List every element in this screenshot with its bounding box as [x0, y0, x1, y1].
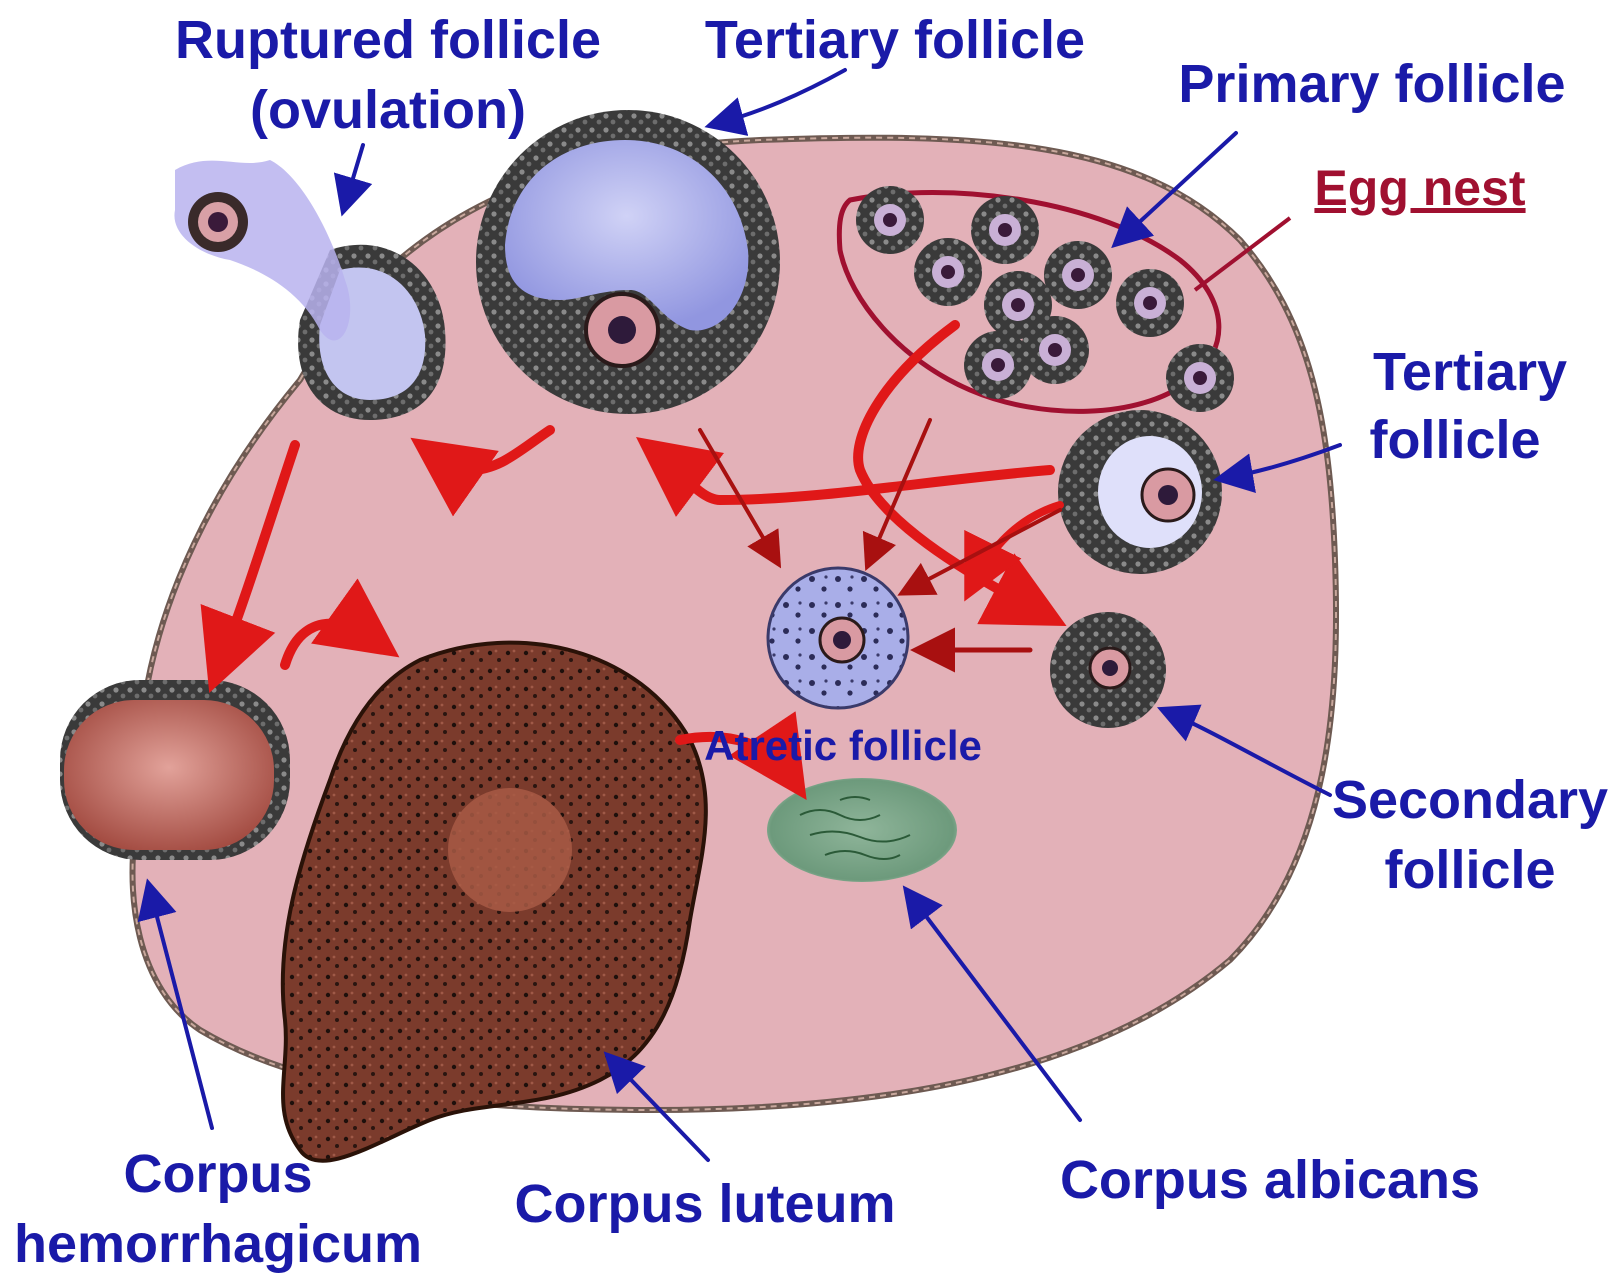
- label-tertiary-follicle-right-1: Tertiary: [1373, 342, 1567, 402]
- label-atretic-follicle: Atretic follicle: [704, 722, 982, 769]
- label-secondary-follicle-2: follicle: [1384, 840, 1555, 900]
- tertiary-follicle-right: [1058, 410, 1222, 574]
- label-tertiary-follicle-top: Tertiary follicle: [705, 10, 1085, 70]
- label-ovulation: (ovulation): [250, 80, 526, 140]
- label-egg-nest: Egg nest: [1314, 160, 1525, 216]
- primary-oocyte-nucleus: [1048, 343, 1062, 357]
- corpus-hemorrhagicum: [60, 680, 290, 860]
- primary-oocyte-nucleus: [1071, 268, 1085, 282]
- primary-oocyte-nucleus: [998, 223, 1012, 237]
- label-corpus-hemorrhagicum-1: Corpus: [124, 1144, 313, 1204]
- label-tertiary-follicle-right-2: follicle: [1369, 410, 1540, 470]
- label-secondary-follicle-1: Secondary: [1332, 770, 1608, 830]
- ruptured-follicle: [174, 160, 445, 420]
- corpus-albicans: [767, 778, 957, 882]
- label-corpus-hemorrhagicum-2: hemorrhagicum: [14, 1214, 422, 1274]
- primary-oocyte-nucleus: [1143, 296, 1157, 310]
- label-corpus-albicans: Corpus albicans: [1060, 1150, 1480, 1210]
- atretic-follicle: [768, 568, 908, 708]
- corpus-luteum-core: [448, 788, 572, 912]
- primary-oocyte-nucleus: [1193, 371, 1207, 385]
- primary-oocyte-nucleus: [883, 213, 897, 227]
- label-primary-follicle: Primary follicle: [1178, 54, 1565, 114]
- label-ruptured-follicle: Ruptured follicle: [175, 10, 601, 70]
- secondary-follicle: [1050, 612, 1166, 728]
- pointer-arrow-icon: [345, 145, 363, 205]
- label-corpus-luteum: Corpus luteum: [514, 1174, 895, 1234]
- primary-oocyte-nucleus: [1011, 298, 1025, 312]
- primary-oocyte-nucleus: [991, 358, 1005, 372]
- tertiary-follicle-top: [476, 110, 780, 414]
- primary-oocyte-nucleus: [941, 265, 955, 279]
- ruptured-follicle-release: [174, 160, 350, 340]
- pointer-arrow-icon: [716, 70, 845, 124]
